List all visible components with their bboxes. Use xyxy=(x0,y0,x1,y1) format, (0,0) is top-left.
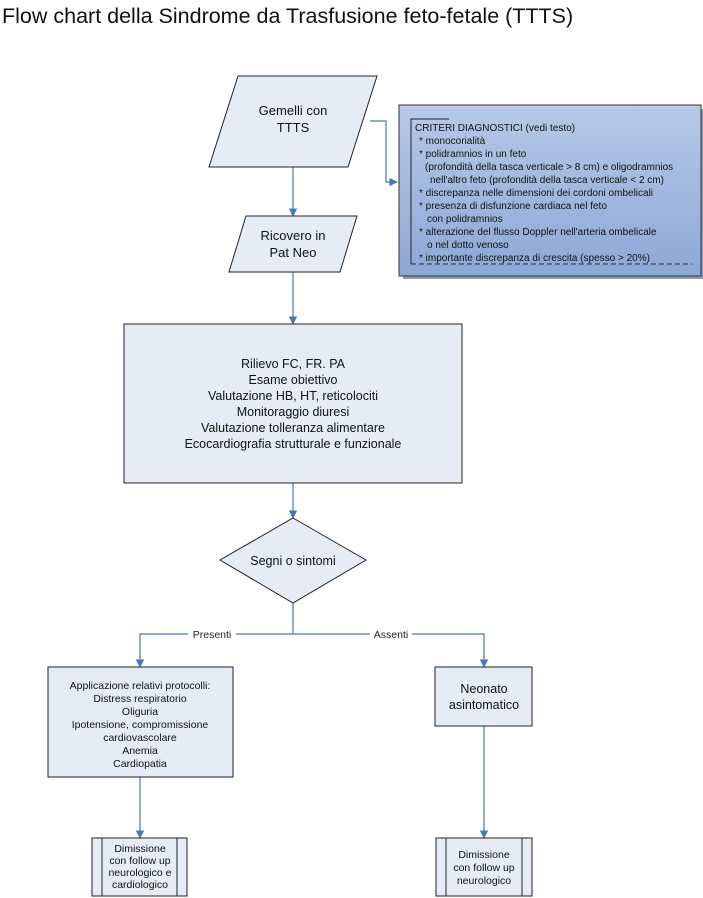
asymptomatic-line-1: Neonato xyxy=(460,682,507,696)
edges xyxy=(135,120,489,839)
criteria-line-1: * monocorialità xyxy=(419,136,486,147)
protocols-line-6: Anemia xyxy=(122,745,158,757)
discharge-left-line-2: con follow up xyxy=(109,855,170,867)
protocols-line-3: Oliguria xyxy=(122,706,158,718)
criteria-line-6: * presenza di disfunzione cardiaca nel f… xyxy=(419,201,607,212)
admission-line-2: Pat Neo xyxy=(270,245,317,260)
discharge-right-line-1: Dimissione xyxy=(458,849,510,861)
criteria-bracket-top xyxy=(410,118,449,264)
edge-start-to-criteria xyxy=(370,120,398,187)
node-assessment: Rilievo FC, FR. PA Esame obiettivo Valut… xyxy=(123,323,463,484)
assessment-line-2: Esame obiettivo xyxy=(249,373,338,387)
asymptomatic-line-2: asintomatico xyxy=(449,698,519,712)
edge-label-present: Presenti xyxy=(193,629,232,641)
criteria-line-4: nell'altro feto (profondità della tasca … xyxy=(430,175,664,186)
admission-shape xyxy=(228,215,358,273)
asymptomatic-shape xyxy=(434,666,533,727)
protocols-line-1: Applicazione relativi protocolli: xyxy=(70,680,211,692)
discharge-left-line-3: neurologico e xyxy=(108,867,171,879)
edge-absent xyxy=(293,633,489,668)
discharge-left-shape xyxy=(91,837,188,897)
protocols-line-4: Ipotensione, compromissione xyxy=(72,719,209,731)
assessment-line-4: Monitoraggio diuresi xyxy=(237,405,350,419)
node-asymptomatic: Neonato asintomatico xyxy=(434,666,533,727)
discharge-left-line-4: cardiologico xyxy=(112,879,168,891)
decision-label: Segni o sintomi xyxy=(250,554,335,568)
node-protocols: Applicazione relativi protocolli: Distre… xyxy=(47,666,234,778)
decision-shape xyxy=(219,517,367,604)
criteria-line-2: * polidramnios in un feto xyxy=(419,149,527,160)
criteria-line-10: * importante discrepanza di crescita (sp… xyxy=(419,253,650,264)
assessment-shape xyxy=(123,323,463,484)
criteria-shape xyxy=(398,104,702,277)
assessment-line-6: Ecocardiografia strutturale e funzionale xyxy=(185,437,402,451)
node-discharge-right: Dimissione con follow up neurologico xyxy=(435,837,533,897)
present-label-bg xyxy=(188,627,236,641)
discharge-right-line-3: neurologico xyxy=(457,875,511,887)
protocols-line-5: cardiovascolare xyxy=(103,732,177,744)
assessment-line-5: Valutazione tolleranza alimentare xyxy=(201,421,385,435)
start-shape xyxy=(208,75,378,168)
assessment-line-3: Valutazione HB, HT, reticolociti xyxy=(208,389,378,403)
node-start: Gemelli con TTTS xyxy=(208,75,378,168)
admission-line-1: Ricovero in xyxy=(260,228,325,243)
criteria-line-9: o nel dotto venoso xyxy=(427,240,509,251)
absent-label-bg xyxy=(370,627,412,641)
discharge-right-shape xyxy=(435,837,533,897)
edge-present xyxy=(135,633,293,668)
protocols-line-7: Cardiopatia xyxy=(113,758,167,770)
criteria-box: CRITERI DIAGNOSTICI (vedi testo) * monoc… xyxy=(398,104,703,279)
protocols-shape xyxy=(47,666,234,778)
criteria-line-3: (profondità della tasca verticale > 8 cm… xyxy=(425,162,673,173)
discharge-right-line-2: con follow up xyxy=(453,862,514,874)
node-admission: Ricovero in Pat Neo xyxy=(228,215,358,273)
criteria-line-7: con polidramnios xyxy=(427,214,503,225)
assessment-line-1: Rilievo FC, FR. PA xyxy=(241,357,346,371)
page-title: Flow chart della Sindrome da Trasfusione… xyxy=(2,4,574,28)
node-decision: Segni o sintomi xyxy=(219,517,367,604)
edge-label-absent: Assenti xyxy=(374,629,408,641)
protocols-line-2: Distress respiratorio xyxy=(93,693,187,705)
criteria-line-5: * discrepanza nelle dimensioni dei cordo… xyxy=(419,188,653,199)
start-line-1: Gemelli con xyxy=(259,103,328,118)
criteria-heading: CRITERI DIAGNOSTICI (vedi testo) xyxy=(415,123,575,134)
criteria-line-8: * alterazione del flusso Doppler nell'ar… xyxy=(419,227,657,238)
discharge-left-line-1: Dimissione xyxy=(114,843,166,855)
start-line-2: TTTS xyxy=(277,120,310,135)
node-discharge-left: Dimissione con follow up neurologico e c… xyxy=(91,837,188,897)
